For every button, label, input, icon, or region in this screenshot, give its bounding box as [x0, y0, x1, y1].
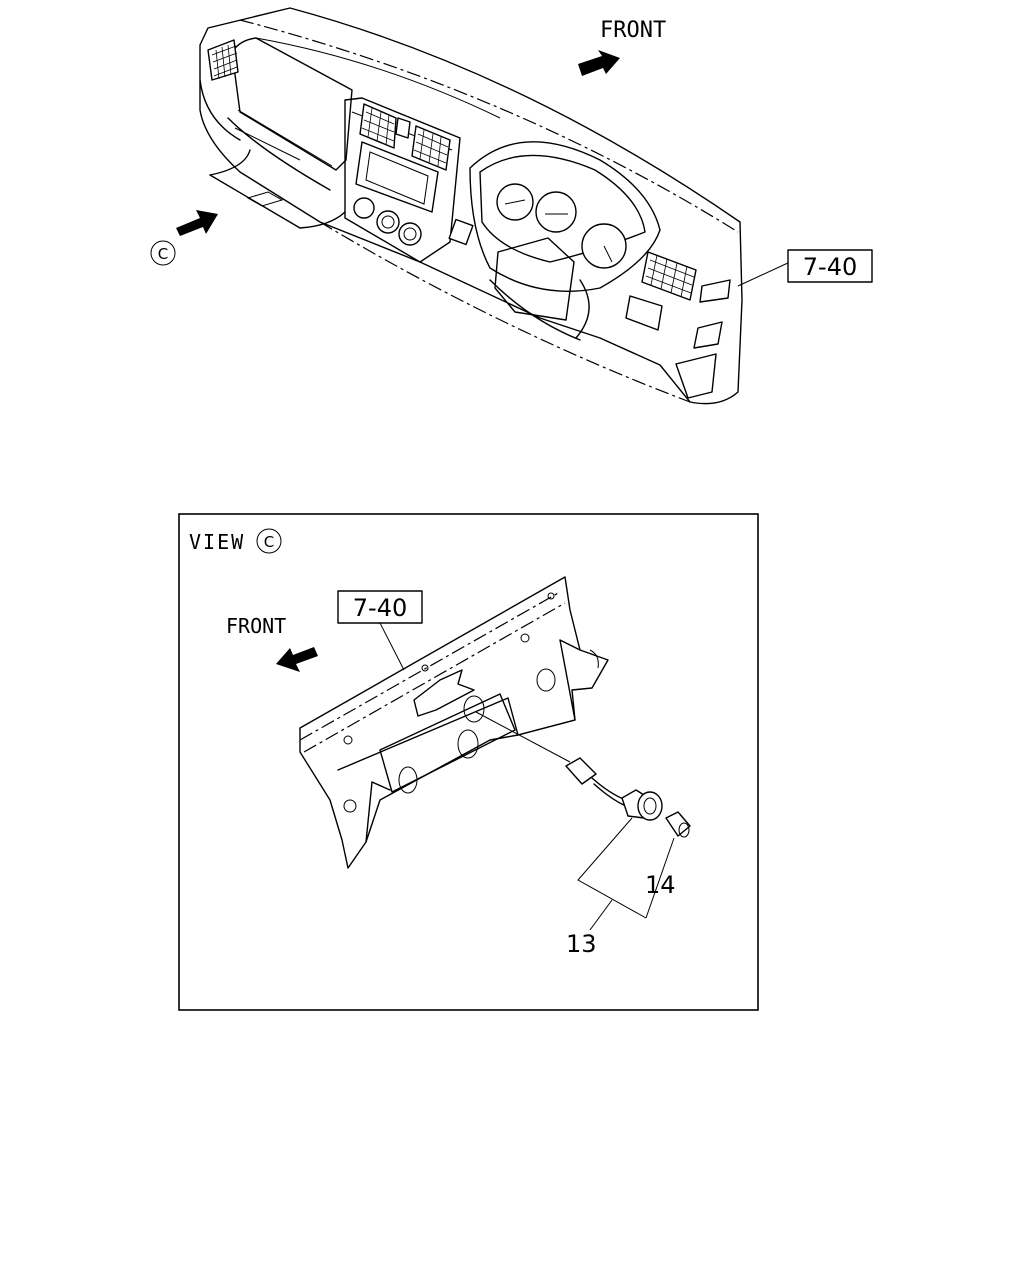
callout-leaders — [577, 817, 675, 931]
view-c-arrow — [176, 210, 218, 236]
callout-13: 13 — [566, 930, 597, 958]
dashboard-outline — [199, 7, 743, 405]
dash-bracket — [299, 576, 609, 869]
socket-harness-13 — [475, 711, 663, 821]
center-stack — [344, 97, 474, 263]
detail-view-c: VIEW C FRONT 7-40 — [178, 513, 759, 1011]
callout-14: 14 — [645, 871, 676, 899]
view-c-marker: C — [150, 240, 176, 266]
front-label-top: FRONT — [600, 18, 666, 43]
view-title: VIEW — [189, 530, 245, 554]
ref-box-7-40-detail: 7-40 — [337, 590, 423, 671]
front-label-detail: FRONT — [226, 614, 286, 638]
instrument-panel-view: FRONT C 7-40 — [150, 7, 873, 405]
svg-text:C: C — [264, 533, 274, 551]
ref-box-7-40-top: 7-40 — [737, 249, 873, 287]
svg-text:C: C — [158, 245, 168, 263]
bulb-14 — [665, 811, 691, 838]
instrument-cluster — [469, 141, 731, 399]
ref-label-detail: 7-40 — [353, 594, 407, 622]
front-arrow-top — [578, 50, 620, 76]
view-title-marker: C — [256, 528, 282, 554]
ref-label-top: 7-40 — [803, 253, 857, 281]
front-arrow-detail — [276, 647, 318, 672]
detail-frame — [178, 513, 759, 1011]
